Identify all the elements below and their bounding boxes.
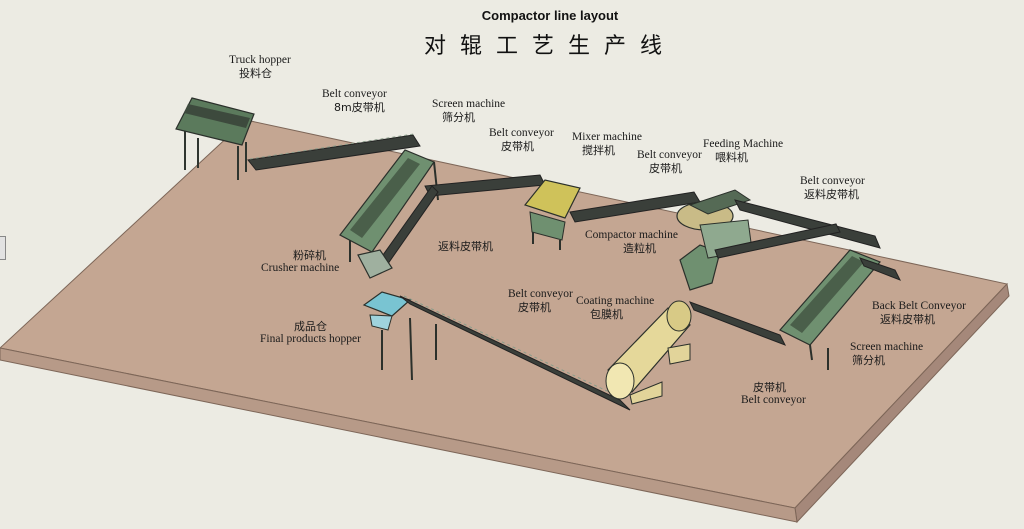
label-return-belt-left-cn: 返料皮带机 [438, 240, 493, 253]
label-belt-conveyor-5-cn: 皮带机 [753, 381, 786, 394]
label-screen-machine-2-en: Screen machine [850, 341, 924, 353]
label-crusher-machine: 粉碎机 Crusher machine [261, 249, 339, 275]
label-screen-machine-2: Screen machine 筛分机 [850, 341, 923, 367]
label-crusher-machine-en: Crusher machine [261, 262, 340, 274]
belt-conveyor-8m [247, 133, 421, 171]
label-coating-machine: Coating machine 包膜机 [576, 295, 654, 321]
label-return-belt-upper: Belt conveyor 返料皮带机 [800, 175, 865, 201]
label-coating-machine-cn: 包膜机 [590, 308, 623, 321]
label-belt-conveyor-3-cn: 皮带机 [649, 162, 682, 175]
label-belt-conveyor-2-en: Belt conveyor [489, 127, 554, 139]
label-mixer-machine-en: Mixer machine [572, 131, 642, 143]
label-final-products-hopper-en: Final products hopper [260, 333, 361, 345]
label-belt-conveyor-8m: Belt conveyor 8m皮带机 [322, 88, 387, 114]
label-screen-machine-1-cn: 筛分机 [442, 111, 475, 124]
label-compactor-machine-en: Compactor machine [585, 229, 678, 241]
label-belt-conveyor-3: Belt conveyor 皮带机 [637, 149, 702, 175]
return-belt-conveyor-mid [714, 223, 841, 259]
side-tab-handle[interactable] [0, 236, 6, 260]
label-screen-machine-1-en: Screen machine [432, 98, 506, 110]
label-belt-conveyor-5-en: Belt conveyor [741, 394, 806, 406]
label-belt-conveyor-2: Belt conveyor 皮带机 [489, 127, 554, 153]
label-return-belt-left: 返料皮带机 [438, 240, 493, 253]
label-truck-hopper-cn: 投料仓 [239, 67, 272, 80]
title-chinese: 对辊工艺生产线 [423, 34, 676, 59]
back-belt-conveyor [859, 257, 902, 281]
mixer-machine [523, 179, 581, 250]
truck-hopper [175, 97, 255, 180]
label-belt-conveyor-4-en: Belt conveyor [508, 288, 573, 300]
coating-machine [605, 300, 692, 405]
label-final-products-hopper: 成品仓 Final products hopper [260, 320, 361, 346]
floor-platform-front [0, 347, 798, 523]
label-belt-conveyor-4-cn: 皮带机 [518, 301, 551, 314]
label-back-belt-conveyor-en: Back Belt Conveyor [872, 300, 966, 312]
label-back-belt-conveyor: Back Belt Conveyor 返料皮带机 [872, 300, 966, 326]
label-belt-conveyor-2-cn: 皮带机 [501, 140, 534, 153]
label-mixer-machine-cn: 搅拌机 [582, 144, 615, 157]
label-mixer-machine: Mixer machine 搅拌机 [572, 131, 642, 157]
label-feeding-machine-cn: 喂料机 [715, 151, 748, 164]
label-feeding-machine-en: Feeding Machine [703, 138, 784, 150]
crusher-machine [357, 249, 393, 279]
screen-machine-2 [779, 249, 881, 370]
label-feeding-machine: Feeding Machine 喂料机 [703, 138, 783, 164]
label-truck-hopper-en: Truck hopper [229, 54, 291, 66]
label-back-belt-conveyor-cn: 返料皮带机 [880, 313, 935, 326]
belt-conveyor-long [399, 295, 631, 411]
label-belt-conveyor-8m-cn: 8m皮带机 [334, 101, 385, 114]
label-coating-machine-en: Coating machine [576, 295, 655, 307]
label-screen-machine-1: Screen machine 筛分机 [432, 98, 505, 124]
belt-conveyor-lower-right [688, 301, 787, 346]
label-screen-machine-2-cn: 筛分机 [852, 354, 885, 367]
label-belt-conveyor-5: 皮带机 Belt conveyor [741, 381, 806, 407]
return-belt-conveyor-upper [734, 199, 881, 249]
label-truck-hopper: Truck hopper 投料仓 [229, 54, 291, 80]
label-compactor-machine-cn: 造粒机 [623, 242, 656, 255]
label-compactor-machine: Compactor machine 造粒机 [585, 229, 678, 255]
label-belt-conveyor-3-en: Belt conveyor [637, 149, 702, 161]
final-products-hopper [362, 291, 437, 381]
label-final-products-hopper-cn: 成品仓 [294, 320, 327, 333]
title-english: Compactor line layout [481, 8, 619, 23]
label-return-belt-upper-cn: 返料皮带机 [804, 188, 859, 201]
label-return-belt-upper-en: Belt conveyor [800, 175, 865, 187]
label-belt-conveyor-8m-en: Belt conveyor [322, 88, 387, 100]
label-crusher-machine-cn: 粉碎机 [293, 249, 326, 262]
label-belt-conveyor-4: Belt conveyor 皮带机 [508, 288, 573, 314]
